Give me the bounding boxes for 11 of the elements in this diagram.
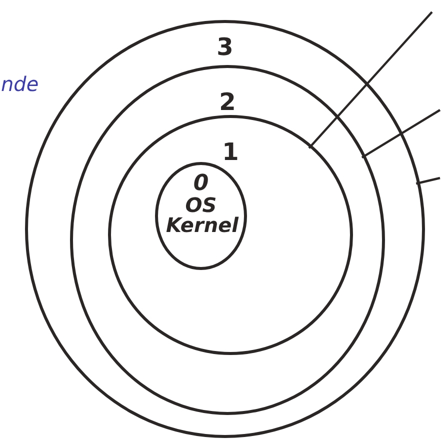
handwritten-note: nde — [1, 72, 39, 96]
ring-number: 2 — [219, 88, 236, 116]
ring-circle — [108, 115, 353, 355]
leader-line — [361, 109, 441, 158]
ring-number: 0 — [193, 173, 209, 195]
ring-circle — [70, 65, 385, 415]
ring-circle — [155, 162, 247, 270]
leader-line — [416, 176, 440, 185]
ring-number: 1 — [222, 138, 239, 166]
ring-number: 3 — [216, 33, 234, 61]
leader-line — [308, 11, 433, 149]
